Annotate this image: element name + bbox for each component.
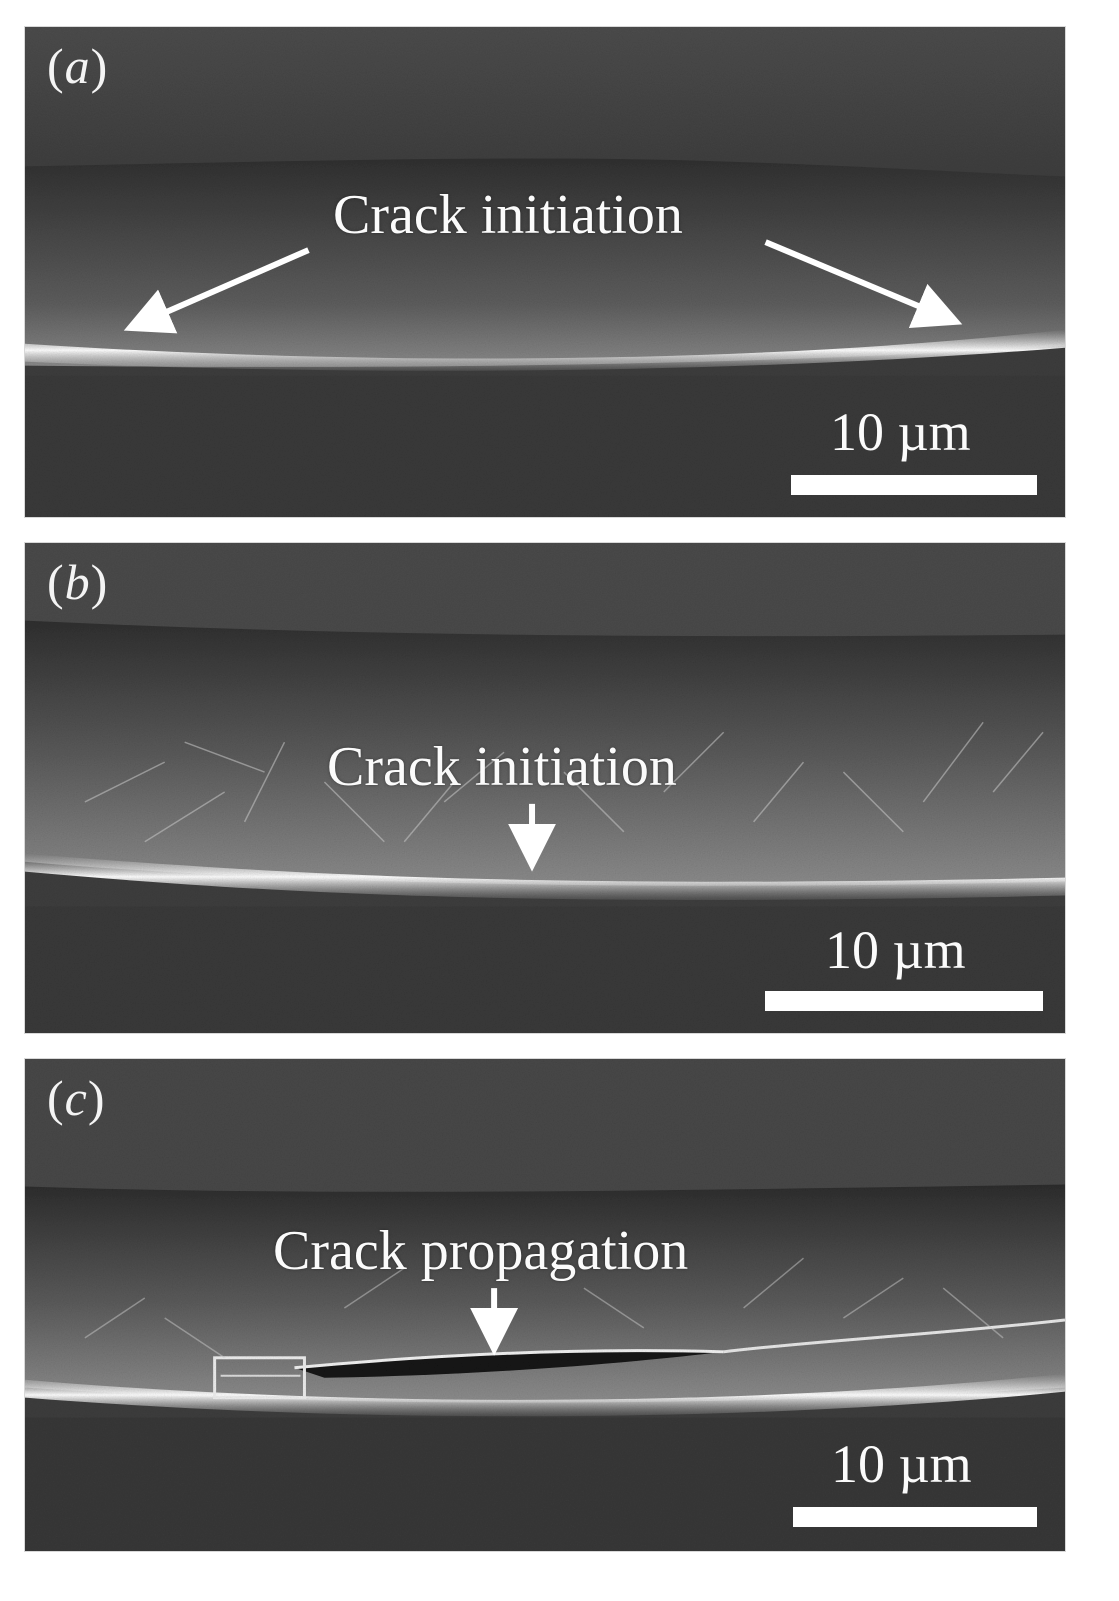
annotation-crack-initiation-a: Crack initiation xyxy=(333,184,683,246)
panel-label-a: (a) xyxy=(47,38,109,94)
scale-label-c: 10 µm xyxy=(831,1434,972,1494)
needle-crystals-b xyxy=(84,721,1044,843)
scale-bar-b xyxy=(765,991,1043,1011)
scale-label-a: 10 µm xyxy=(830,402,971,462)
annotation-crack-initiation-b: Crack initiation xyxy=(327,736,677,798)
scale-bar-a xyxy=(791,475,1037,495)
needle-crystals-c xyxy=(84,1257,1004,1359)
panel-label-c: (c) xyxy=(47,1070,106,1126)
sem-panel-c: (c) Crack propagation 10 µm xyxy=(24,1058,1066,1552)
sem-image-c xyxy=(25,1059,1065,1551)
sem-image-b xyxy=(25,543,1065,1033)
panel-label-b: (b) xyxy=(47,554,109,610)
scale-bar-c xyxy=(793,1507,1037,1527)
scale-label-b: 10 µm xyxy=(825,920,966,980)
annotation-crack-propagation-c: Crack propagation xyxy=(273,1220,689,1282)
sem-panel-a: (a) Crack initiation 10 µm xyxy=(24,26,1066,518)
sem-panel-b: (b) Crack initiation 10 µm xyxy=(24,542,1066,1034)
